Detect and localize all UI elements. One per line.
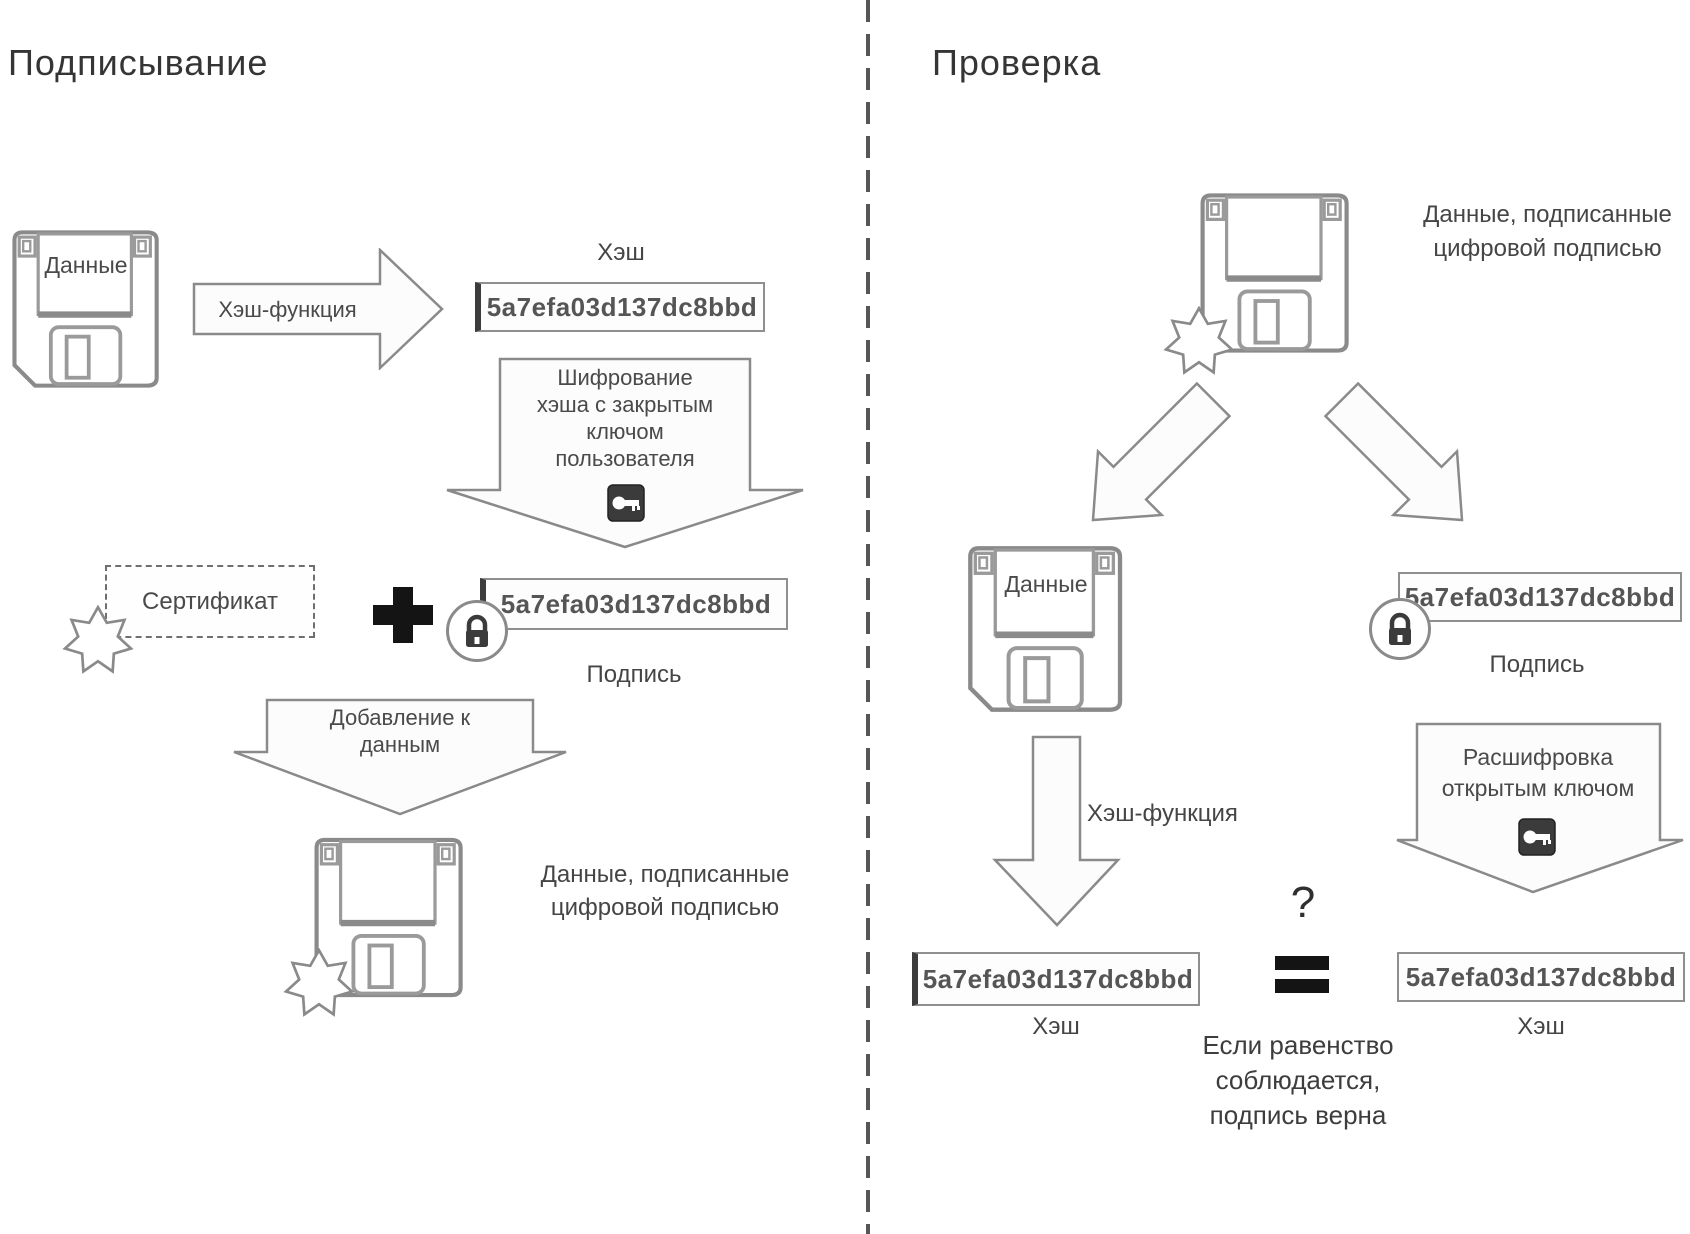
signed-data-top-line2: цифровой подписью [1433, 235, 1662, 262]
signature-value-box: 5a7efa03d137dc8bbd [480, 578, 788, 630]
hash-function-arrow-label: Хэш-функция [218, 297, 357, 322]
question-mark-icon: ? [1290, 878, 1316, 927]
append-arrow-label: Добавление к данным [280, 704, 520, 758]
floppy-label: Данные [44, 252, 128, 278]
hash-value-box: 5a7efa03d137dc8bbd [475, 282, 765, 332]
signed-data-caption: Данные, подписанные цифровой подписью [515, 858, 815, 924]
equals-icon [1275, 956, 1329, 993]
decrypted-hash-caption: Хэш [1517, 1013, 1565, 1040]
append-line1: Добавление к [329, 705, 471, 730]
hash-function-down-arrow [992, 735, 1121, 927]
star-seal-icon [63, 605, 133, 673]
signed-data-line2: цифровой подписью [550, 894, 780, 921]
conclusion-line2: соблюдается, [1215, 1065, 1381, 1095]
encrypt-line3: ключом [586, 419, 664, 444]
decrypted-hash-box: 5a7efa03d137dc8bbd [1397, 952, 1685, 1002]
verification-title: Проверка [932, 42, 1102, 83]
signature-caption-verify: Подпись [1489, 651, 1585, 678]
hash-function-label: Хэш-функция [1087, 800, 1238, 827]
computed-hash-caption: Хэш [1032, 1013, 1080, 1040]
encrypt-line4: пользователя [555, 446, 695, 471]
append-line2: данным [359, 732, 441, 757]
decrypt-line1: Расшифровка [1462, 744, 1614, 770]
certificate-box: Сертификат [105, 565, 315, 638]
star-seal-icon [1164, 306, 1234, 374]
encrypt-line2: хэша с закрытым [536, 392, 714, 417]
lock-icon [446, 600, 508, 662]
section-divider [866, 0, 870, 1234]
decrypt-arrow [1396, 722, 1684, 894]
star-seal-icon [284, 948, 354, 1016]
floppy-label: Данные [1004, 571, 1088, 597]
encrypt-hash-arrow-label: Шифрование хэша с закрытым ключом пользо… [480, 364, 770, 472]
plus-icon [373, 587, 433, 643]
signed-data-top-line1: Данные, подписанные [1423, 201, 1672, 228]
conclusion-line1: Если равенство [1202, 1030, 1394, 1060]
signed-data-caption-top: Данные, подписанные цифровой подписью [1405, 198, 1690, 266]
decrypt-line2: открытым ключом [1441, 775, 1635, 801]
append-to-data-arrow [233, 698, 567, 816]
signing-title: Подписывание [8, 42, 269, 83]
signature-caption: Подпись [586, 661, 682, 688]
encrypt-hash-arrow [446, 357, 804, 549]
split-left-arrow [1091, 381, 1232, 522]
hash-caption: Хэш [597, 239, 645, 266]
signature-value-box-verify: 5a7efa03d137dc8bbd [1398, 572, 1682, 622]
lock-icon [1369, 598, 1431, 660]
conclusion-text: Если равенство соблюдается, подпись верн… [1168, 1028, 1428, 1133]
decrypt-arrow-label: Расшифровка открытым ключом [1408, 742, 1668, 804]
conclusion-line3: подпись верна [1209, 1100, 1387, 1130]
hash-function-arrow [192, 248, 444, 370]
split-right-arrow [1323, 381, 1464, 522]
encrypt-line1: Шифрование [557, 365, 693, 390]
key-icon [1518, 818, 1556, 856]
signed-data-line1: Данные, подписанные [540, 861, 790, 888]
computed-hash-box: 5a7efa03d137dc8bbd [912, 952, 1200, 1006]
key-icon [607, 484, 645, 522]
